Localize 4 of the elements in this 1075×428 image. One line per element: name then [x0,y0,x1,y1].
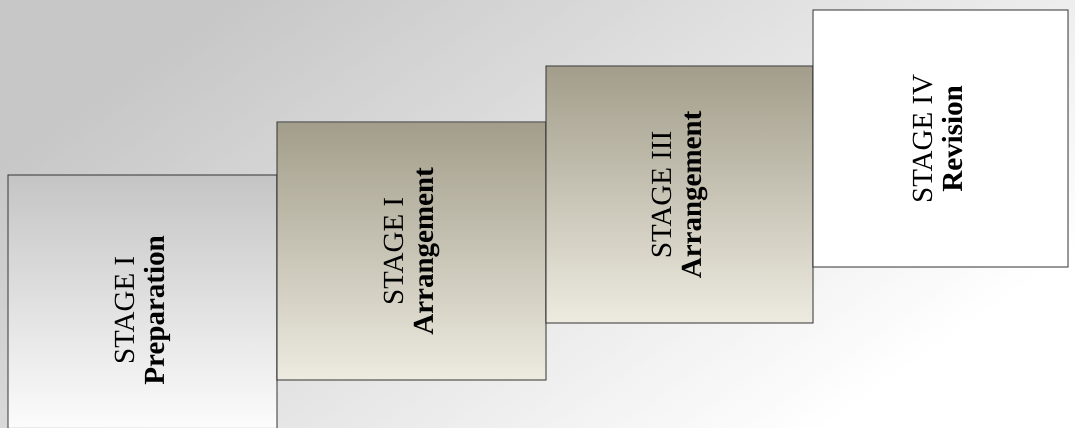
stage-box: STAGE I Arrangement [276,121,547,381]
stage-box: STAGE I Preparation [7,174,278,428]
stage-box: STAGE IV Revision [812,9,1069,268]
stage-box: STAGE III Arrangement [545,65,814,324]
